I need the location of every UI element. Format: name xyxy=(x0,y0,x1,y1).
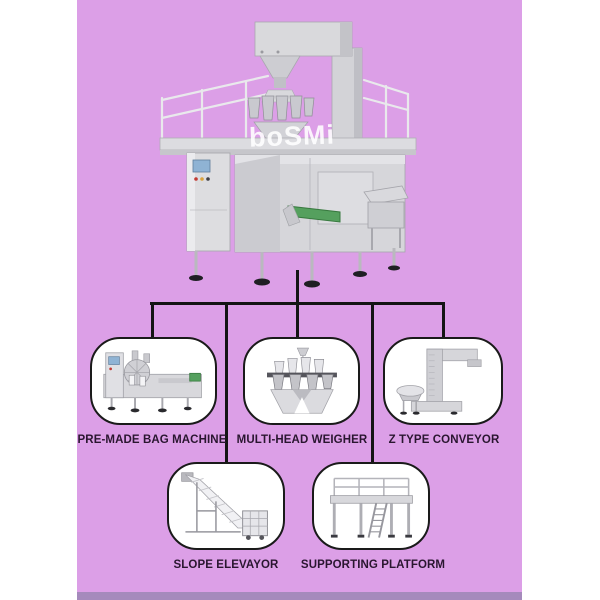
label-slope-elevayor: SLOPE ELEVAYOR xyxy=(173,559,279,571)
node-pre-made-bag-machine xyxy=(90,337,217,425)
connector-to-z-type-conveyor xyxy=(441,302,445,338)
main-machine-image xyxy=(159,21,417,288)
label-z-type-conveyor: Z TYPE CONVEYOR xyxy=(388,434,500,446)
label-pre-made-bag-machine: PRE-MADE BAG MACHINE xyxy=(77,434,227,446)
pre-made-bag-machine-image xyxy=(103,350,202,413)
node-multi-head-weigher xyxy=(243,337,360,425)
footer-accent-strip xyxy=(77,592,522,600)
label-multi-head-weigher: MULTI-HEAD WEIGHER xyxy=(236,434,368,446)
node-slope-elevayor xyxy=(167,462,285,550)
connector-to-slope-elevayor xyxy=(224,302,228,463)
z-type-conveyor-image xyxy=(396,348,482,415)
slope-elevator-image xyxy=(180,472,268,540)
connector-to-multi-head-weigher xyxy=(295,302,299,338)
connector-to-pre-made-bag-machine xyxy=(150,302,154,338)
multi-head-weigher-image xyxy=(266,347,337,414)
node-z-type-conveyor xyxy=(383,337,503,425)
main-machine-figure xyxy=(150,10,420,290)
label-supporting-platform: SUPPORTING PLATFORM xyxy=(300,559,446,571)
connector-stem xyxy=(295,270,299,304)
brand-watermark: boSMi xyxy=(248,119,336,153)
node-supporting-platform xyxy=(312,462,430,550)
supporting-platform-image xyxy=(329,477,413,538)
connector-to-supporting-platform xyxy=(370,302,374,463)
